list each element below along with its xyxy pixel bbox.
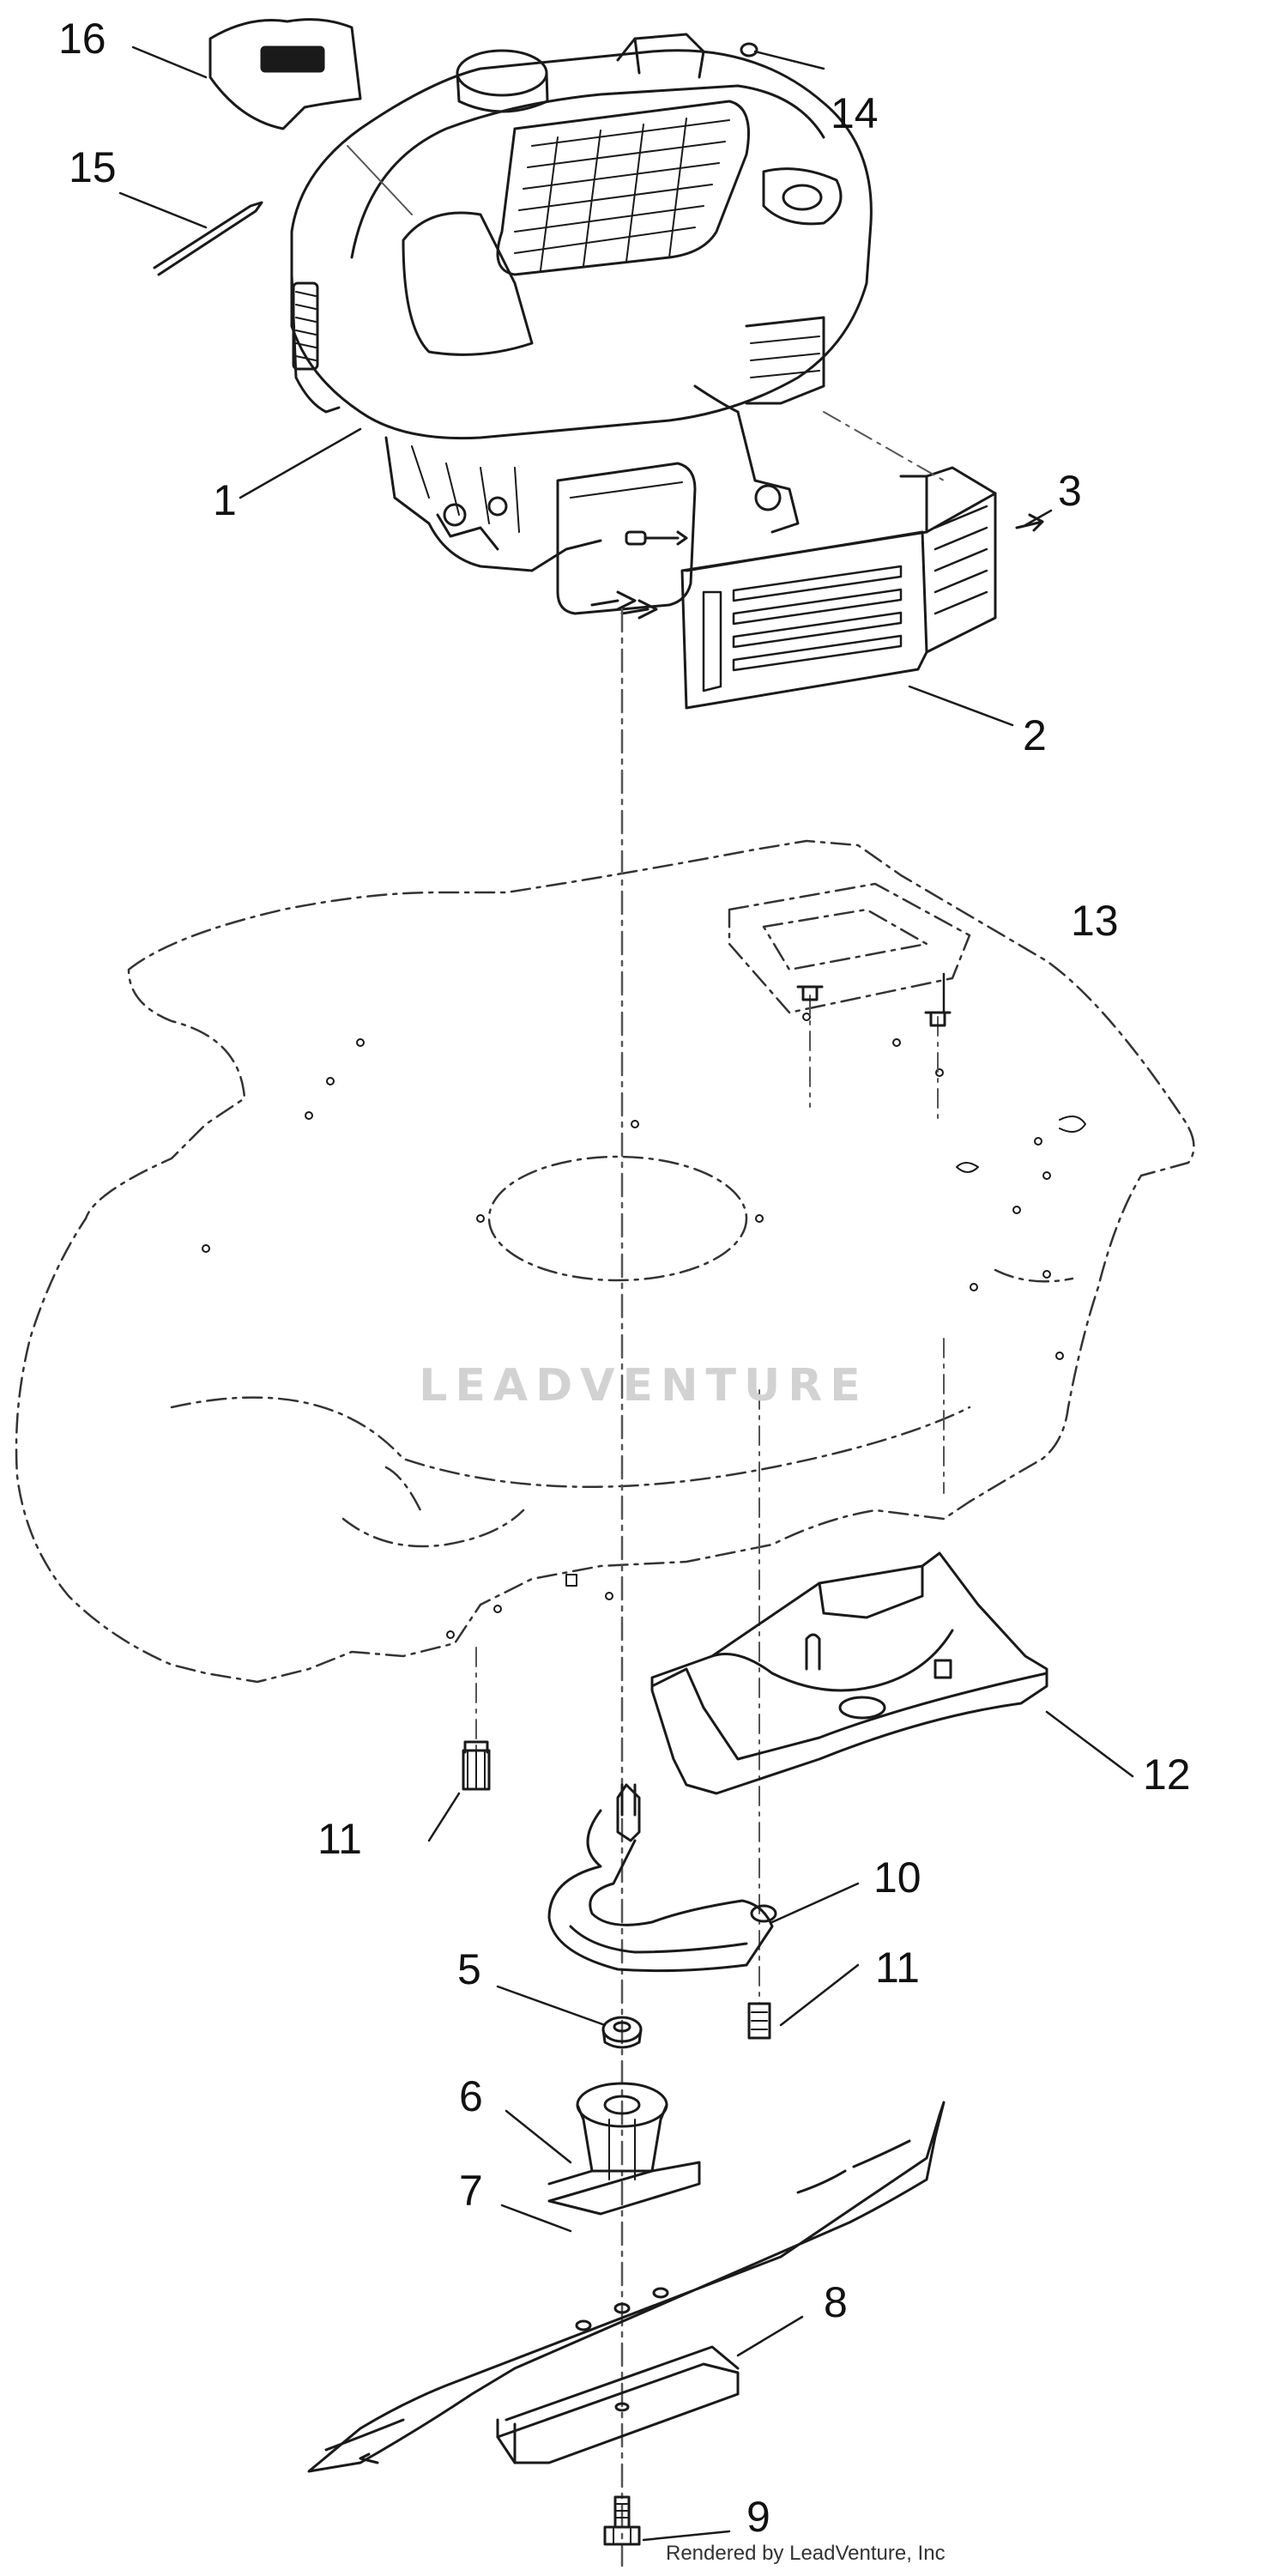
mower-deck	[15, 839, 1195, 1684]
mower-blade	[307, 2101, 946, 2473]
callout-9: 9	[746, 2493, 770, 2541]
blade-brake-bracket	[547, 1783, 777, 1973]
engine	[290, 33, 873, 620]
callout-7: 7	[459, 2167, 483, 2215]
callout-1: 1	[213, 476, 237, 524]
blade-adapter	[547, 2082, 701, 2216]
callout-11-left: 11	[317, 1815, 362, 1863]
muffler-guard	[680, 466, 997, 710]
decal	[208, 18, 362, 130]
blade-stiffener	[496, 2345, 740, 2464]
callout-11-right: 11	[875, 1944, 920, 1992]
callout-13: 13	[1071, 897, 1119, 945]
deck-holes	[202, 1013, 1086, 1639]
callout-15: 15	[69, 143, 117, 191]
callout-16: 16	[58, 15, 106, 63]
bolt-alignment-lines	[347, 145, 945, 2005]
callout-12: 12	[1143, 1751, 1191, 1799]
callout-10: 10	[873, 1853, 921, 1902]
rendered-by-footer: Rendered by LeadVenture, Inc	[666, 2542, 946, 2565]
bolts-13	[796, 985, 952, 1027]
bolt-11-left	[462, 1740, 491, 1791]
bolt-11-right	[747, 2002, 771, 2040]
callout-2: 2	[1023, 711, 1047, 759]
belleville-washer	[601, 2016, 643, 2049]
callout-5: 5	[457, 1945, 481, 1993]
baffle	[650, 1551, 1048, 1795]
cotter-pin	[153, 201, 263, 276]
screw-3	[1015, 513, 1044, 532]
callout-8: 8	[824, 2278, 848, 2326]
callout-14: 14	[831, 89, 879, 137]
blade-bolt	[603, 2495, 641, 2546]
watermark: LEADVENTURE	[419, 1360, 868, 1412]
callout-6: 6	[459, 2072, 483, 2120]
callout-3: 3	[1058, 467, 1082, 515]
leader-lines	[118, 45, 1134, 2542]
plug	[740, 42, 758, 57]
